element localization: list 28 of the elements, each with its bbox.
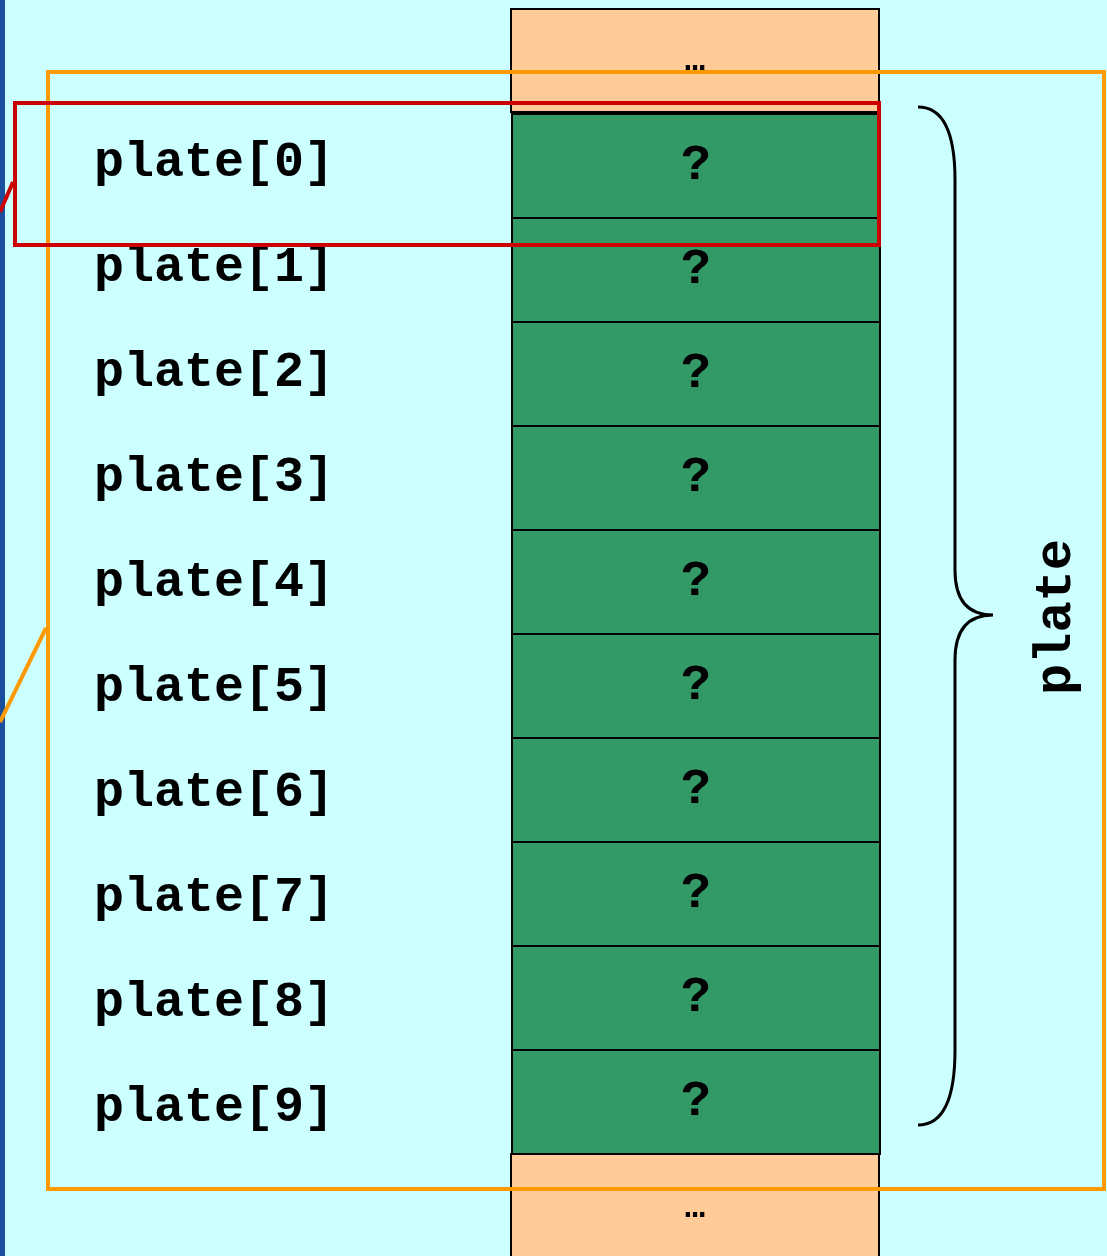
element-label: plate[4] (94, 558, 335, 608)
element-label: plate[0] (94, 138, 335, 188)
element-label: plate[3] (94, 453, 335, 503)
connector-line (0, 627, 48, 723)
element-label: plate[2] (94, 348, 335, 398)
array-name-label: plate (1031, 539, 1083, 695)
cell-value: ? (681, 869, 711, 919)
cell-value: ? (681, 661, 711, 711)
cell-value: ? (681, 453, 711, 503)
memory-cell (510, 8, 880, 113)
cell-value: ? (681, 973, 711, 1023)
cell-value: ? (681, 1077, 711, 1127)
element-label: plate[8] (94, 978, 335, 1028)
ellipsis-text: … (684, 43, 706, 78)
cell-value: ? (681, 765, 711, 815)
cell-value: ? (681, 557, 711, 607)
memory-cell (510, 1153, 880, 1256)
element-label: plate[7] (94, 873, 335, 923)
cell-value: ? (681, 349, 711, 399)
cell-value: ? (681, 141, 711, 191)
connector-line (0, 181, 15, 213)
ellipsis-text: … (684, 1191, 706, 1225)
element-label: plate[6] (94, 768, 335, 818)
cell-value: ? (681, 245, 711, 295)
element-label: plate[1] (94, 243, 335, 293)
highlight-frame (46, 70, 1106, 1191)
element-label: plate[5] (94, 663, 335, 713)
element-label: plate[9] (94, 1083, 335, 1133)
